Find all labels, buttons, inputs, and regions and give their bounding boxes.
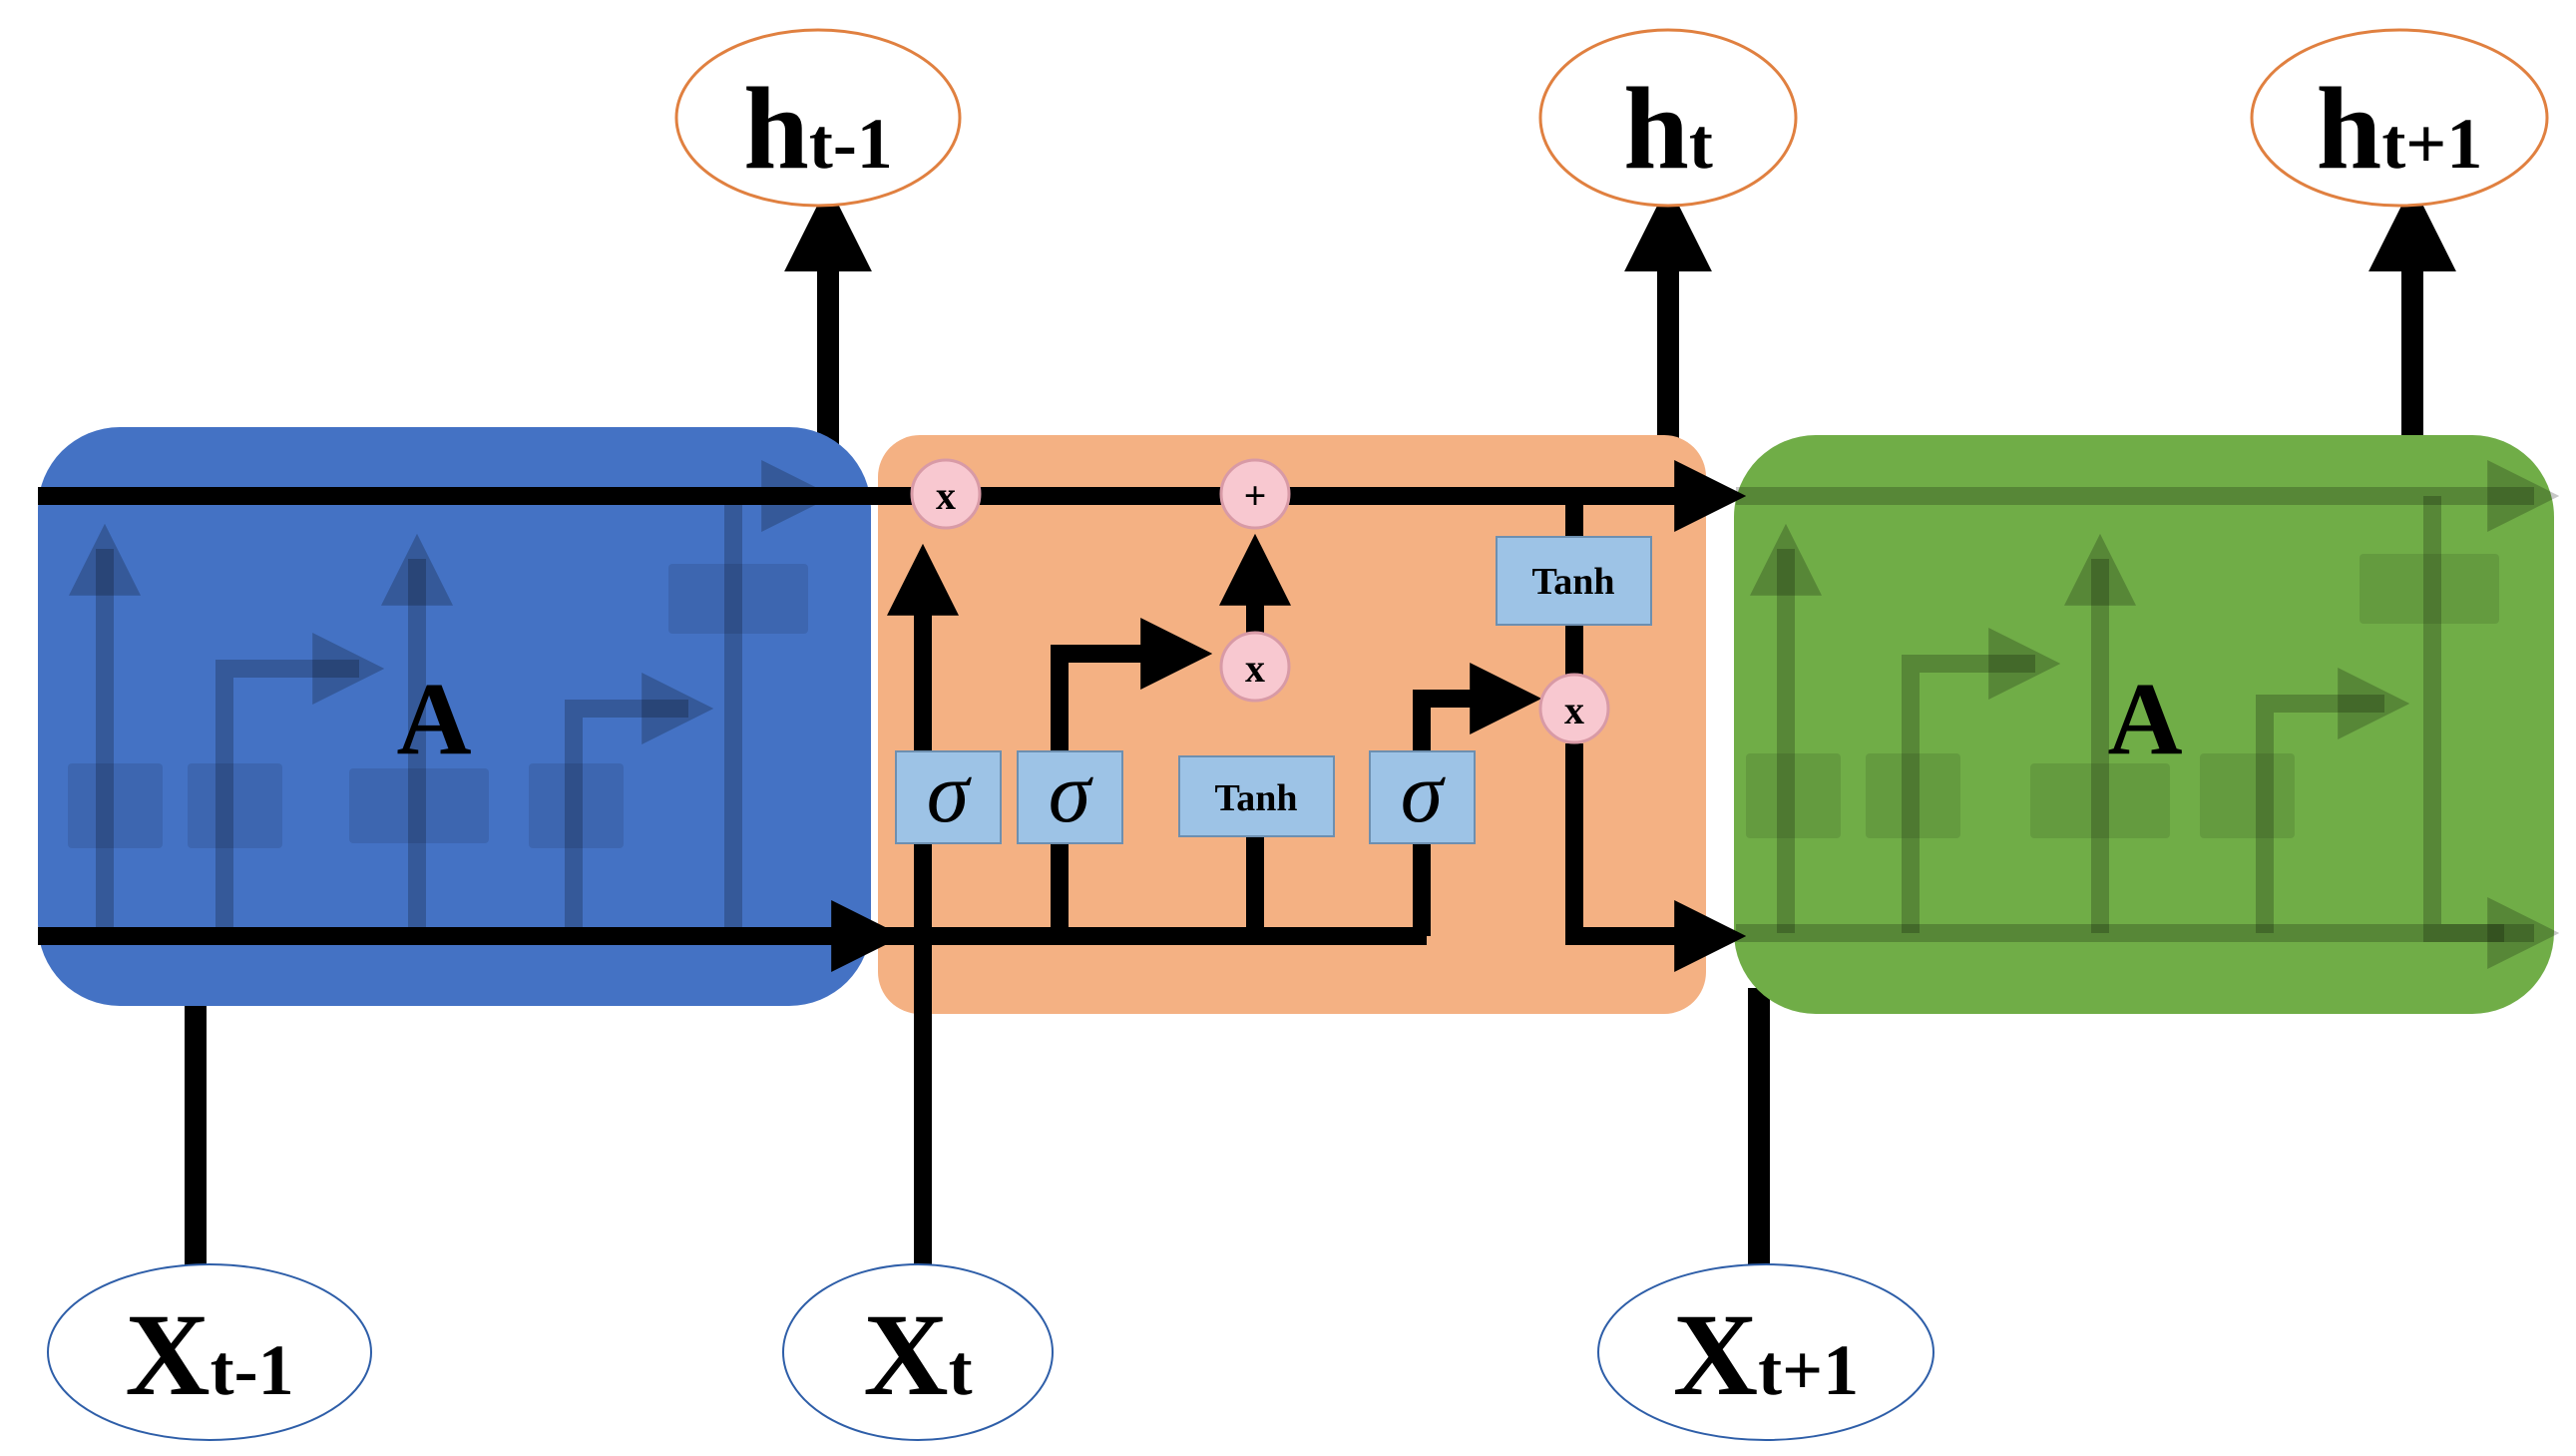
gate-sigma-input: σ [1017,744,1123,844]
right-cell-faint-boxes [1746,554,2499,838]
output-main-label: h [2317,63,2382,194]
op-input-multiply: x [1219,631,1291,703]
output-sub-label: t [1689,104,1713,184]
svg-text:Xt-1: Xt-1 [125,1289,293,1420]
left-cell-faint-boxes [68,564,808,848]
input-main-label: X [125,1289,210,1420]
gate-tanh-candidate: Tanh [1178,755,1335,837]
input-node-xt-minus-1: Xt-1 [47,1263,372,1441]
input-main-label: X [863,1289,948,1420]
output-node-ht: ht [1538,28,1798,208]
output-node-ht-minus-1: ht-1 [674,28,962,208]
svg-text:Xt+1: Xt+1 [1673,1289,1859,1420]
op-forget-multiply: x [910,458,982,530]
input-sub-label: t-1 [211,1330,294,1410]
gate-sigma-output: σ [1369,744,1476,844]
op-output-multiply: x [1538,673,1610,744]
right-cell [1734,435,2560,1014]
sigma-symbol: σ [1401,744,1447,840]
input-main-label: X [1673,1289,1758,1420]
gate-tanh-output: Tanh [1496,536,1652,626]
output-node-ht-plus-1: ht+1 [2250,28,2549,208]
output-main-label: h [743,63,809,194]
right-cell-faint-wiring [1736,460,2560,969]
sigma-symbol: σ [1049,744,1094,840]
op-symbol: x [1564,688,1584,732]
svg-text:ht: ht [1623,63,1713,194]
input-node-xt: Xt [782,1263,1054,1441]
svg-text:Xt: Xt [863,1289,972,1420]
op-symbol: + [1244,473,1267,518]
svg-text:ht-1: ht-1 [743,63,893,194]
sigma-symbol: σ [927,744,973,840]
output-main-label: h [1623,63,1689,194]
tanh-label: Tanh [1214,777,1297,819]
input-node-xt-plus-1: Xt+1 [1597,1263,1934,1441]
op-symbol: x [1245,646,1265,691]
input-sub-label: t+1 [1758,1330,1859,1410]
svg-text:ht+1: ht+1 [2317,63,2483,194]
gate-sigma-forget: σ [895,744,1002,844]
left-cell-label: A [396,662,471,776]
op-add: + [1219,458,1291,530]
op-symbol: x [936,473,956,518]
right-cell-label: A [2107,662,2182,776]
output-sub-label: t+1 [2381,104,2482,184]
input-sub-label: t [949,1330,973,1410]
tanh-label: Tanh [1531,561,1614,603]
output-sub-label: t-1 [809,104,893,184]
